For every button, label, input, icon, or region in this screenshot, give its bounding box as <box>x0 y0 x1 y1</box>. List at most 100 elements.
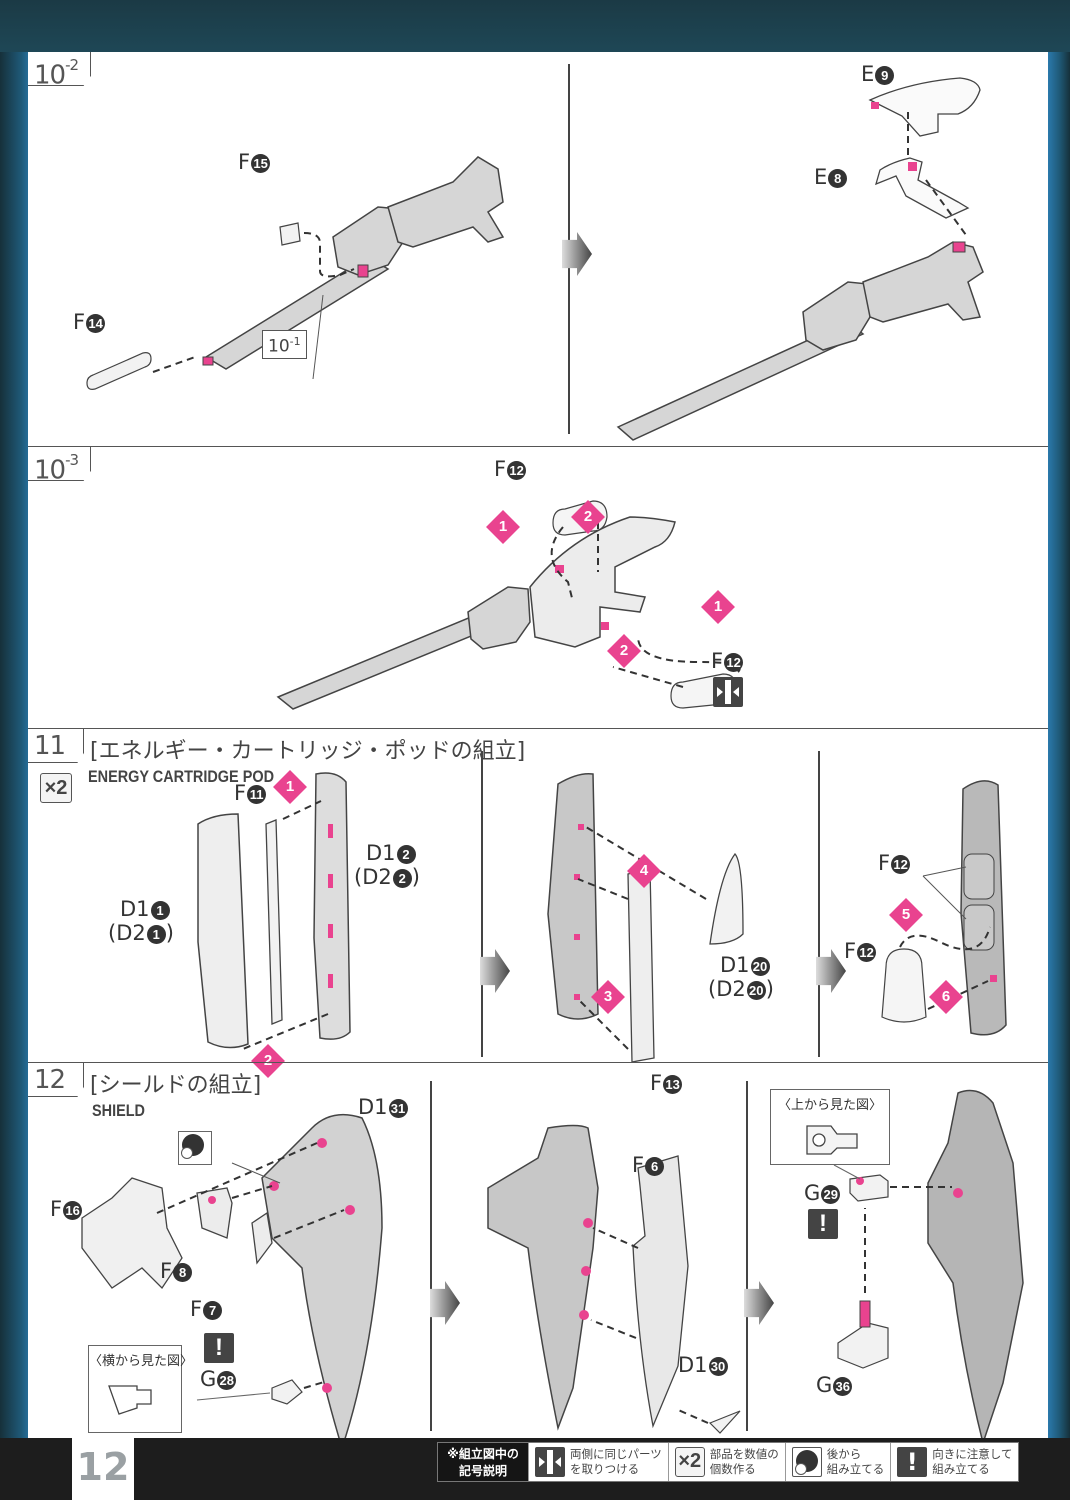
pod-core-illustration <box>547 772 744 1063</box>
pod-shell-illustration <box>547 772 599 1020</box>
connector-peg <box>990 975 997 982</box>
pod-frames-illustration <box>197 772 351 1050</box>
step-divider <box>430 1081 432 1431</box>
warning-icon: ! <box>808 1209 838 1239</box>
part-d1-1-illustration <box>197 813 249 1049</box>
next-arrow-icon <box>562 232 592 276</box>
part-d1-20-illustration <box>709 853 744 945</box>
symbol-legend: ※組立図中の 記号説明 両側に同じパーツを取りつける ×2 部品を数値の個数作る… <box>437 1442 1020 1482</box>
step-11-tag: 11 <box>28 729 85 763</box>
order-badge: 1 <box>486 510 520 544</box>
assembly-arrow <box>303 1381 325 1389</box>
step-number: 10 <box>34 455 66 486</box>
order-badge: 2 <box>607 634 641 668</box>
connector-peg <box>357 264 369 278</box>
leader-line <box>833 1164 861 1180</box>
legend-text: 部品を数値の <box>709 1447 779 1461</box>
shield-core-illustration <box>487 1124 599 1431</box>
legend-heading-line: ※組立図中の <box>447 1447 519 1461</box>
next-arrow-icon <box>430 1281 460 1325</box>
legend-text: を取りつける <box>570 1462 640 1476</box>
step-11-panel: 11 [エネルギー・カートリッジ・ポッドの組立] ENERGY CARTRIDG… <box>28 728 1048 1094</box>
order-badge: 4 <box>627 854 661 888</box>
legend-item-both-sides: 両側に同じパーツを取りつける <box>528 1443 668 1481</box>
leader-line <box>312 294 324 380</box>
warning-icon: ! <box>897 1447 928 1477</box>
connector-peg <box>202 356 214 366</box>
part-g36-illustration <box>837 1322 889 1369</box>
leader-line <box>231 1162 281 1184</box>
shield-assembled-illustration <box>927 1089 1024 1446</box>
leader-line <box>922 866 967 877</box>
rifle-assembled-illustration <box>616 77 984 441</box>
step-12-title-en: SHIELD <box>92 1101 145 1120</box>
connector-peg <box>952 241 966 253</box>
legend-text: 両側に同じパーツ <box>570 1447 662 1461</box>
side-view-caption: 〈横から見た図〉 <box>89 1354 194 1369</box>
connector-peg <box>908 162 917 171</box>
assembly-arrow <box>590 1319 637 1339</box>
order-badge: 5 <box>889 898 923 932</box>
assembly-arrow <box>550 526 574 603</box>
step-number: 10 <box>34 60 66 91</box>
assembly-arrow <box>273 1209 345 1239</box>
part-d1-30-illustration <box>708 1410 741 1434</box>
page-number: 12 <box>72 1438 134 1500</box>
part-d1-2-illustration <box>313 772 351 1040</box>
g28-side-view-illustration <box>108 1385 152 1415</box>
legend-heading: ※組立図中の 記号説明 <box>438 1443 528 1481</box>
pod-final-illustration <box>881 780 1007 1036</box>
shield-final-illustration <box>833 1089 1024 1446</box>
step-sub-number: -3 <box>65 451 79 469</box>
leader-line <box>922 875 967 920</box>
assembly-arrow <box>675 1408 709 1424</box>
next-arrow-icon <box>816 949 846 993</box>
part-f11-illustration <box>265 819 283 1025</box>
part-f7-illustration <box>251 1211 273 1265</box>
order-badge: 6 <box>929 980 963 1014</box>
assembly-arrow <box>577 878 629 900</box>
part-g29-illustration <box>849 1174 889 1202</box>
step-divider <box>818 751 820 1057</box>
next-arrow-icon <box>480 949 510 993</box>
both-sides-icon <box>535 1447 565 1477</box>
assembly-arrow <box>242 1013 329 1050</box>
step-12-title-jp: [シールドの組立] <box>90 1073 262 1098</box>
legend-text: 個数作る <box>709 1462 756 1476</box>
multiply-x2-icon: ×2 <box>674 1447 705 1477</box>
assemble-later-icon <box>791 1447 822 1477</box>
assembly-arrow <box>899 926 991 951</box>
legend-text: 後から <box>826 1447 862 1461</box>
shield-inner-illustration <box>487 1124 741 1434</box>
reference-step-10-1: 10-1 <box>262 330 307 359</box>
order-badge: 1 <box>701 590 735 624</box>
both-sides-icon <box>713 677 743 707</box>
top-view-inset: 〈上から見た図〉 <box>770 1089 890 1165</box>
quantity-x2-icon: ×2 <box>40 773 72 803</box>
leader-line <box>196 1392 271 1401</box>
step-divider <box>746 1081 748 1431</box>
step-11-title-en: ENERGY CARTRIDGE POD <box>88 767 275 786</box>
part-f8-illustration <box>196 1187 233 1239</box>
connector-peg <box>871 102 879 109</box>
part-f12-illustration <box>881 948 927 1023</box>
part-f6-illustration <box>632 1155 689 1429</box>
